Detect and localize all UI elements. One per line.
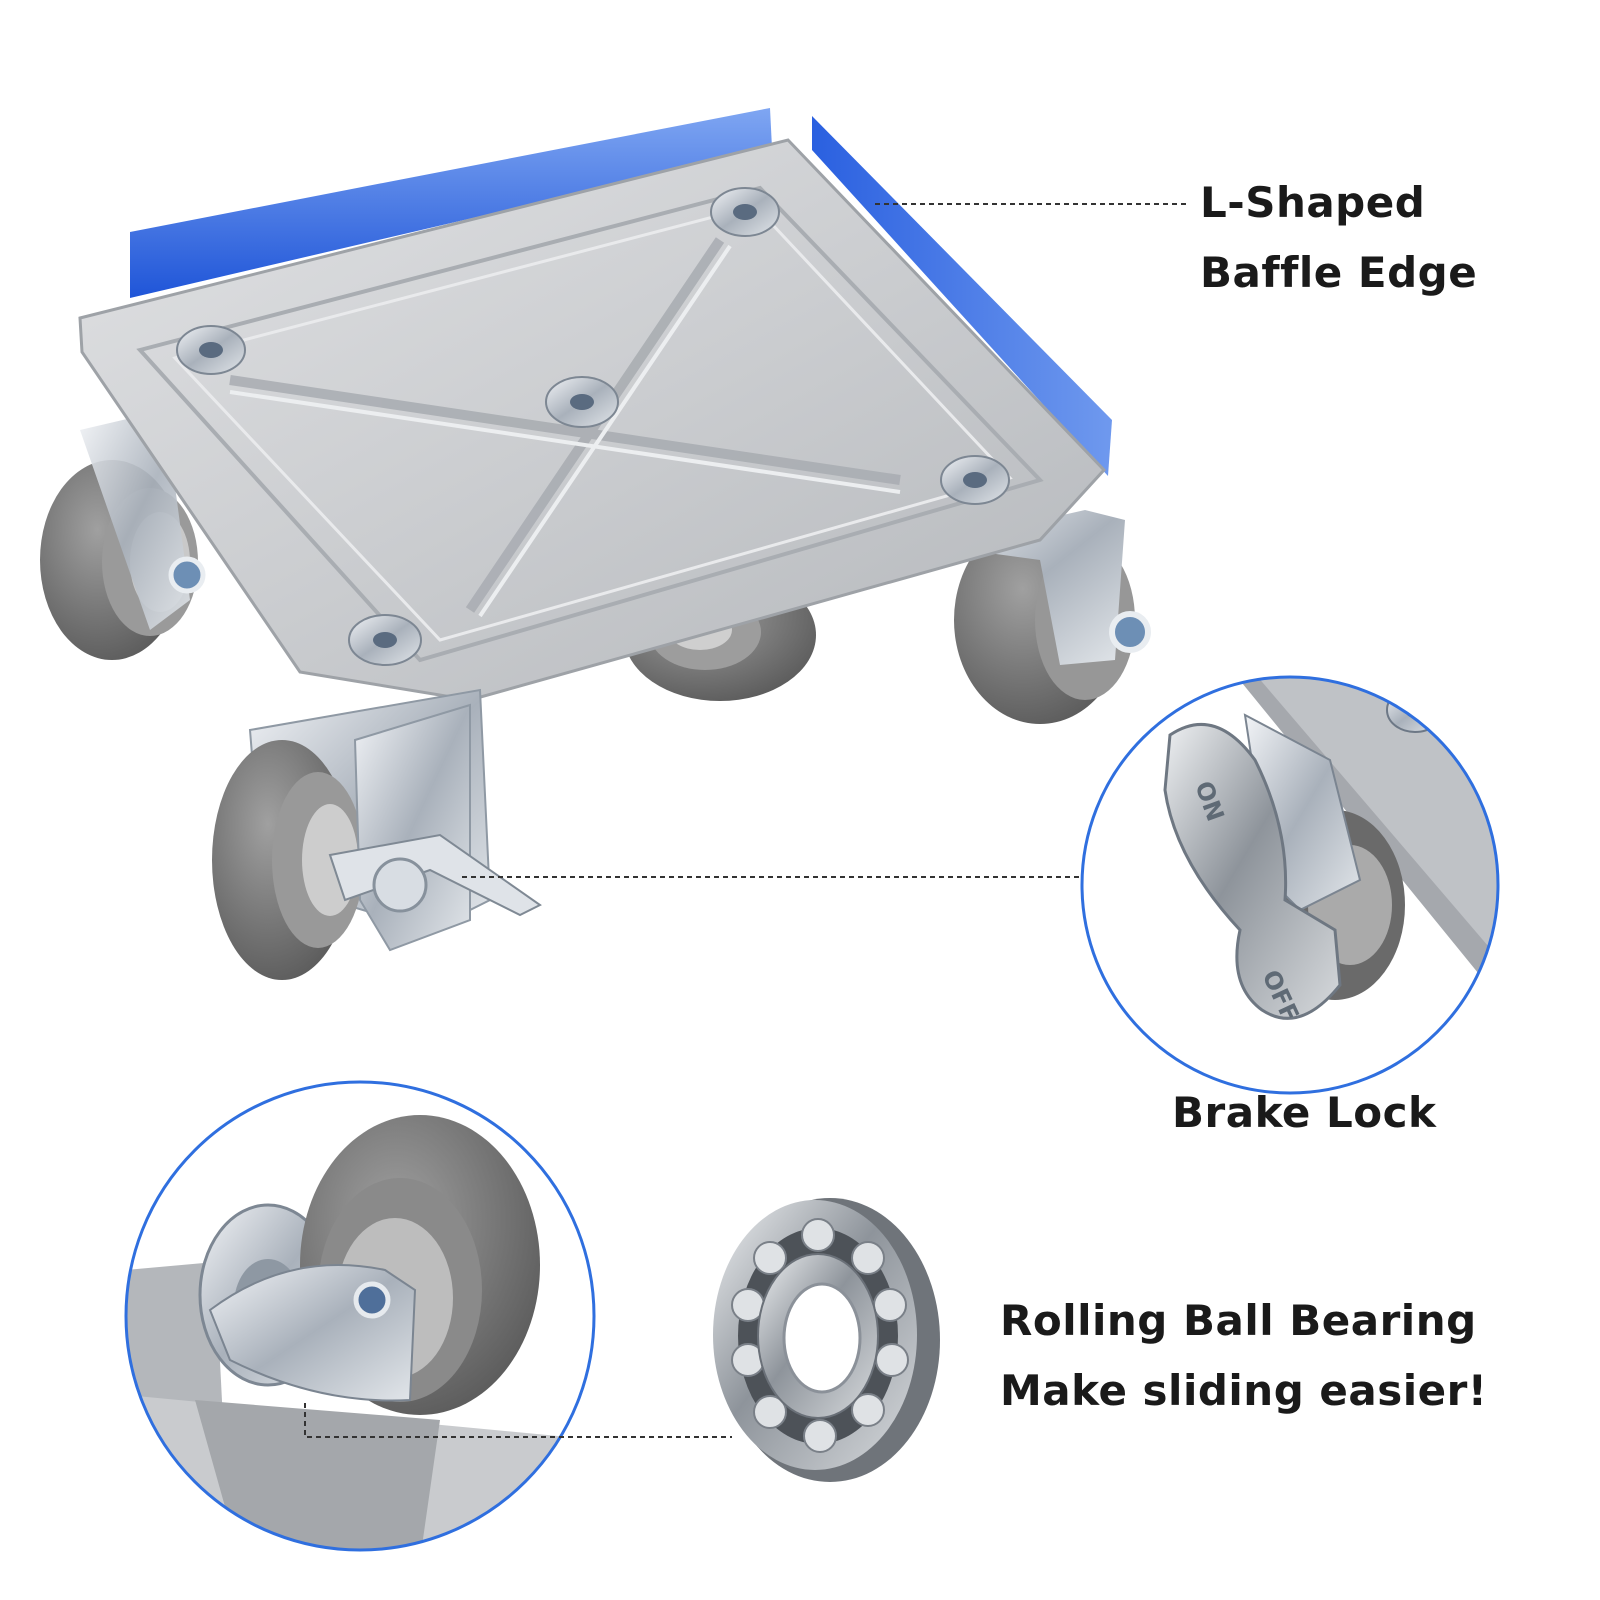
wheel-detail-inset [124,1080,596,1552]
brake-detail-inset: ON OFF [1080,675,1500,1095]
plate-rivets [176,187,1010,666]
callout-bearing-line1: Rolling Ball Bearing [1000,1296,1477,1345]
caster-wheel-back-left [40,410,206,660]
wheel-detail-ring [124,1080,596,1552]
leader-lines [304,203,1188,1438]
callout-brake-lock: Brake Lock [1172,1078,1436,1148]
callout-baffle-edge: L-Shaped Baffle Edge [1200,168,1477,308]
baffle-edge-right [812,116,1112,476]
ball-bearing-image [713,1198,940,1482]
dolly [40,108,1151,980]
brake-lever [1163,722,1342,1020]
caster-wheel-front-brake [212,688,542,980]
brake-detail-ring [1080,675,1500,1095]
callout-bearing-line2: Make sliding easier! [1000,1366,1488,1415]
callout-baffle-line1: L-Shaped [1200,178,1426,227]
leader-line-bearing [304,1403,732,1438]
baffle-edge-back [130,108,772,298]
callout-brake-text: Brake Lock [1172,1088,1437,1137]
callout-ball-bearing: Rolling Ball Bearing Make sliding easier… [1000,1286,1487,1426]
callout-baffle-line2: Baffle Edge [1200,248,1478,297]
